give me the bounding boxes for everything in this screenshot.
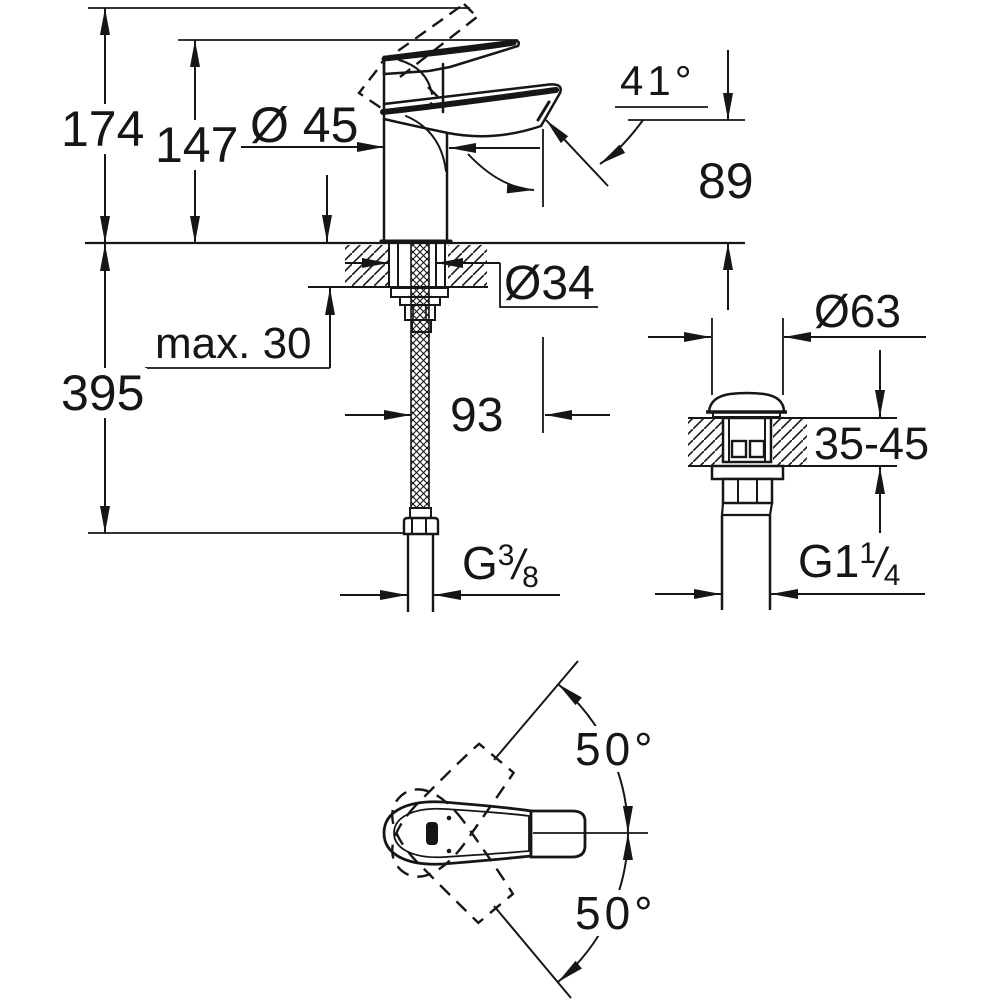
handle-swivel-dashed <box>391 742 516 925</box>
drain-assembly <box>688 391 897 610</box>
dim-label-height-to-handle: 147 <box>152 120 242 170</box>
waste-thread-slash: / <box>874 539 886 586</box>
handle-raised-dashed <box>357 3 478 113</box>
dim-label-swivel-angle-lower: 50° <box>572 890 660 936</box>
supply-hose <box>390 243 449 612</box>
dim-label-spout-outlet-height: 89 <box>698 153 754 209</box>
supply-thread-base: G <box>462 537 498 589</box>
dim-label-body-diameter: Ø 45 <box>250 97 359 153</box>
waste-thread-denominator: 4 <box>883 559 901 592</box>
faucet-side-view <box>379 39 562 245</box>
handle-logo-recess <box>426 822 438 845</box>
waste-thread-numerator: 1 <box>859 537 877 570</box>
dim-label-max-deck-thickness: max. 30 <box>155 319 312 368</box>
supply-thread-slash: / <box>512 541 525 588</box>
dim-label-height-below-deck: 395 <box>58 368 148 418</box>
dim-label-mounting-hole-diameter: Ø34 <box>504 257 595 310</box>
dim-label-spout-reach: 93 <box>450 389 504 442</box>
dim-label-swivel-angle-upper: 50° <box>572 726 660 772</box>
dim-label-waste-cap-diameter: Ø63 <box>814 285 901 337</box>
supply-thread-numerator: 3 <box>497 539 515 572</box>
dim-label-supply-thread: G3/8 <box>462 537 539 593</box>
dim-label-overall-height: 174 <box>58 104 148 154</box>
supply-thread-denominator: 8 <box>522 561 539 594</box>
dim-label-basin-deck-thickness: 35-45 <box>814 418 930 469</box>
dim-label-spout-angle: 41° <box>620 57 696 104</box>
waste-thread-base: G1 <box>798 535 860 587</box>
dim-label-waste-thread: G11/4 <box>798 535 900 591</box>
